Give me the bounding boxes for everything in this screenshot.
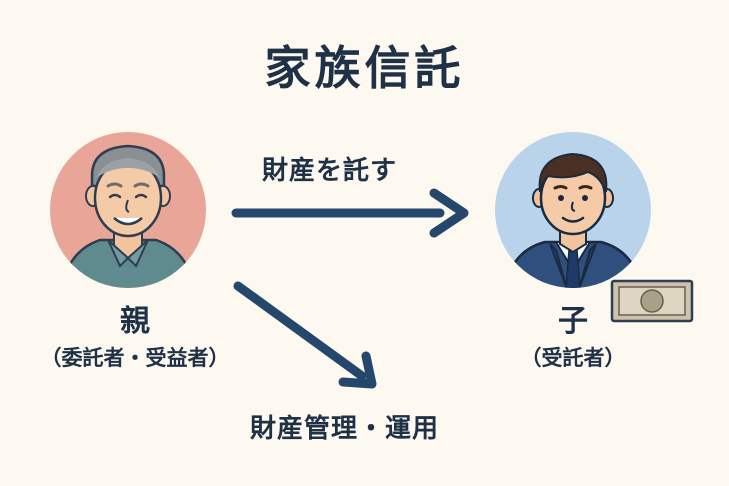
- child-avatar: [495, 132, 651, 288]
- manage-arrow: [233, 281, 377, 389]
- banknote-icon: [610, 279, 694, 323]
- child-name: 子: [558, 304, 588, 339]
- transfer-arrow: [231, 188, 469, 238]
- transfer-label: 財産を託す: [262, 156, 398, 186]
- parent-role: （委託者・受益者）: [40, 346, 230, 370]
- child-role: （受託者）: [520, 346, 626, 370]
- parent-avatar: [50, 132, 206, 288]
- parent-name: 親: [120, 304, 150, 339]
- page-title: 家族信託: [264, 41, 465, 95]
- manage-label: 財産管理・運用: [250, 414, 440, 444]
